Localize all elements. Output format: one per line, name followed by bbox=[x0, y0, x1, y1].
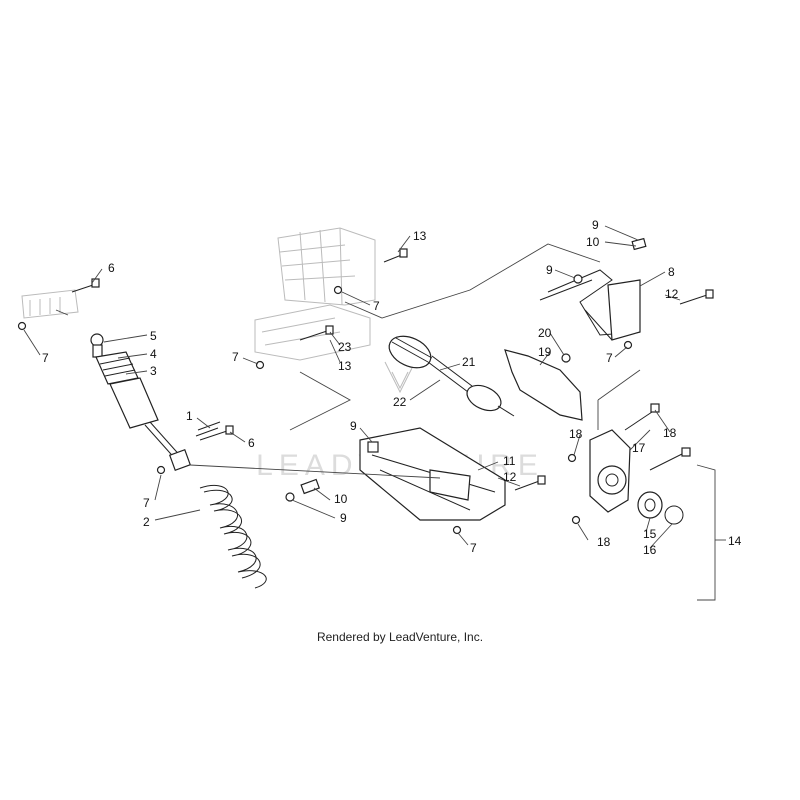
callout-21: 21 bbox=[462, 355, 476, 369]
callout-20: 20 bbox=[538, 326, 552, 340]
coil-spring bbox=[199, 484, 267, 589]
callout-7f: 7 bbox=[606, 351, 613, 365]
callout-14: 14 bbox=[728, 534, 742, 548]
axle-shaft bbox=[388, 335, 515, 417]
callout-10a: 10 bbox=[334, 492, 348, 506]
callout-13b: 13 bbox=[338, 359, 352, 373]
heat-shield bbox=[504, 349, 583, 421]
callout-17: 17 bbox=[632, 441, 646, 455]
callout-7c: 7 bbox=[373, 299, 380, 313]
callout-4: 4 bbox=[150, 347, 157, 361]
callout-18b: 18 bbox=[663, 426, 677, 440]
callout-1: 1 bbox=[186, 409, 193, 423]
callout-9c: 9 bbox=[592, 218, 599, 232]
callout-7e: 7 bbox=[470, 541, 477, 555]
chassis-frame bbox=[21, 227, 376, 361]
shock-absorber bbox=[90, 333, 192, 472]
callout-9a: 9 bbox=[350, 419, 357, 433]
callout-7a: 7 bbox=[42, 351, 49, 365]
callout-6a: 6 bbox=[108, 261, 115, 275]
leader-lines bbox=[23, 225, 726, 601]
footer-credit: Rendered by LeadVenture, Inc. bbox=[316, 630, 484, 644]
callout-9d: 9 bbox=[546, 263, 553, 277]
callout-15: 15 bbox=[643, 527, 657, 541]
callout-8: 8 bbox=[668, 265, 675, 279]
callout-18c: 18 bbox=[597, 535, 611, 549]
callout-labels: 6 7 5 4 3 1 6 7 2 13 7 7 23 13 21 22 9 1… bbox=[42, 218, 742, 557]
fasteners bbox=[17, 237, 714, 535]
callout-12b: 12 bbox=[665, 287, 679, 301]
callout-19: 19 bbox=[538, 345, 552, 359]
callout-23: 23 bbox=[338, 340, 352, 354]
callout-18a: 18 bbox=[569, 427, 583, 441]
callout-3: 3 bbox=[150, 364, 157, 378]
lower-a-arm bbox=[359, 427, 506, 521]
callout-5: 5 bbox=[150, 329, 157, 343]
callout-9b: 9 bbox=[340, 511, 347, 525]
callout-16: 16 bbox=[643, 543, 657, 557]
callout-7d: 7 bbox=[232, 350, 239, 364]
callout-10b: 10 bbox=[586, 235, 600, 249]
callout-7b: 7 bbox=[143, 496, 150, 510]
callout-2: 2 bbox=[143, 515, 150, 529]
callout-11: 11 bbox=[503, 454, 516, 468]
callout-13a: 13 bbox=[413, 229, 427, 243]
knuckle bbox=[589, 429, 684, 525]
callout-12a: 12 bbox=[503, 470, 517, 484]
upper-a-arm bbox=[539, 269, 641, 341]
callout-6b: 6 bbox=[248, 436, 255, 450]
callout-22: 22 bbox=[393, 395, 407, 409]
